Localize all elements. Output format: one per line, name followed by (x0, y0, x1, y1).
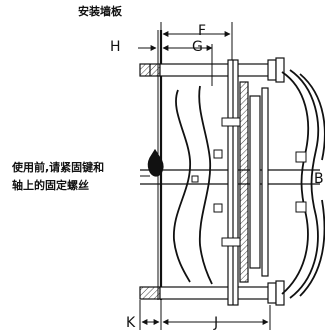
dimension-label-h: H (110, 39, 121, 55)
note-line-2: 轴上的固定螺丝 (12, 179, 89, 192)
top-dimensions (138, 22, 233, 86)
disc-stack (227, 59, 269, 306)
right-housing (281, 69, 325, 299)
wall-plate-label: 安装墙板 (78, 5, 122, 18)
lower-tie-rod (139, 280, 285, 306)
dimension-label-f: F (198, 23, 207, 39)
dimension-label-j: J (214, 315, 219, 331)
dimension-label-k: K (126, 315, 136, 331)
dimension-label-g: G (192, 39, 203, 55)
upper-tie-rod (139, 57, 285, 83)
inner-parts (191, 117, 307, 247)
left-housing (173, 85, 213, 285)
note-line-1: 使用前,请紧固键和 (12, 161, 105, 174)
bottom-dimensions (139, 300, 271, 330)
note-leader (140, 148, 164, 177)
dimension-label-b: B (314, 171, 324, 187)
